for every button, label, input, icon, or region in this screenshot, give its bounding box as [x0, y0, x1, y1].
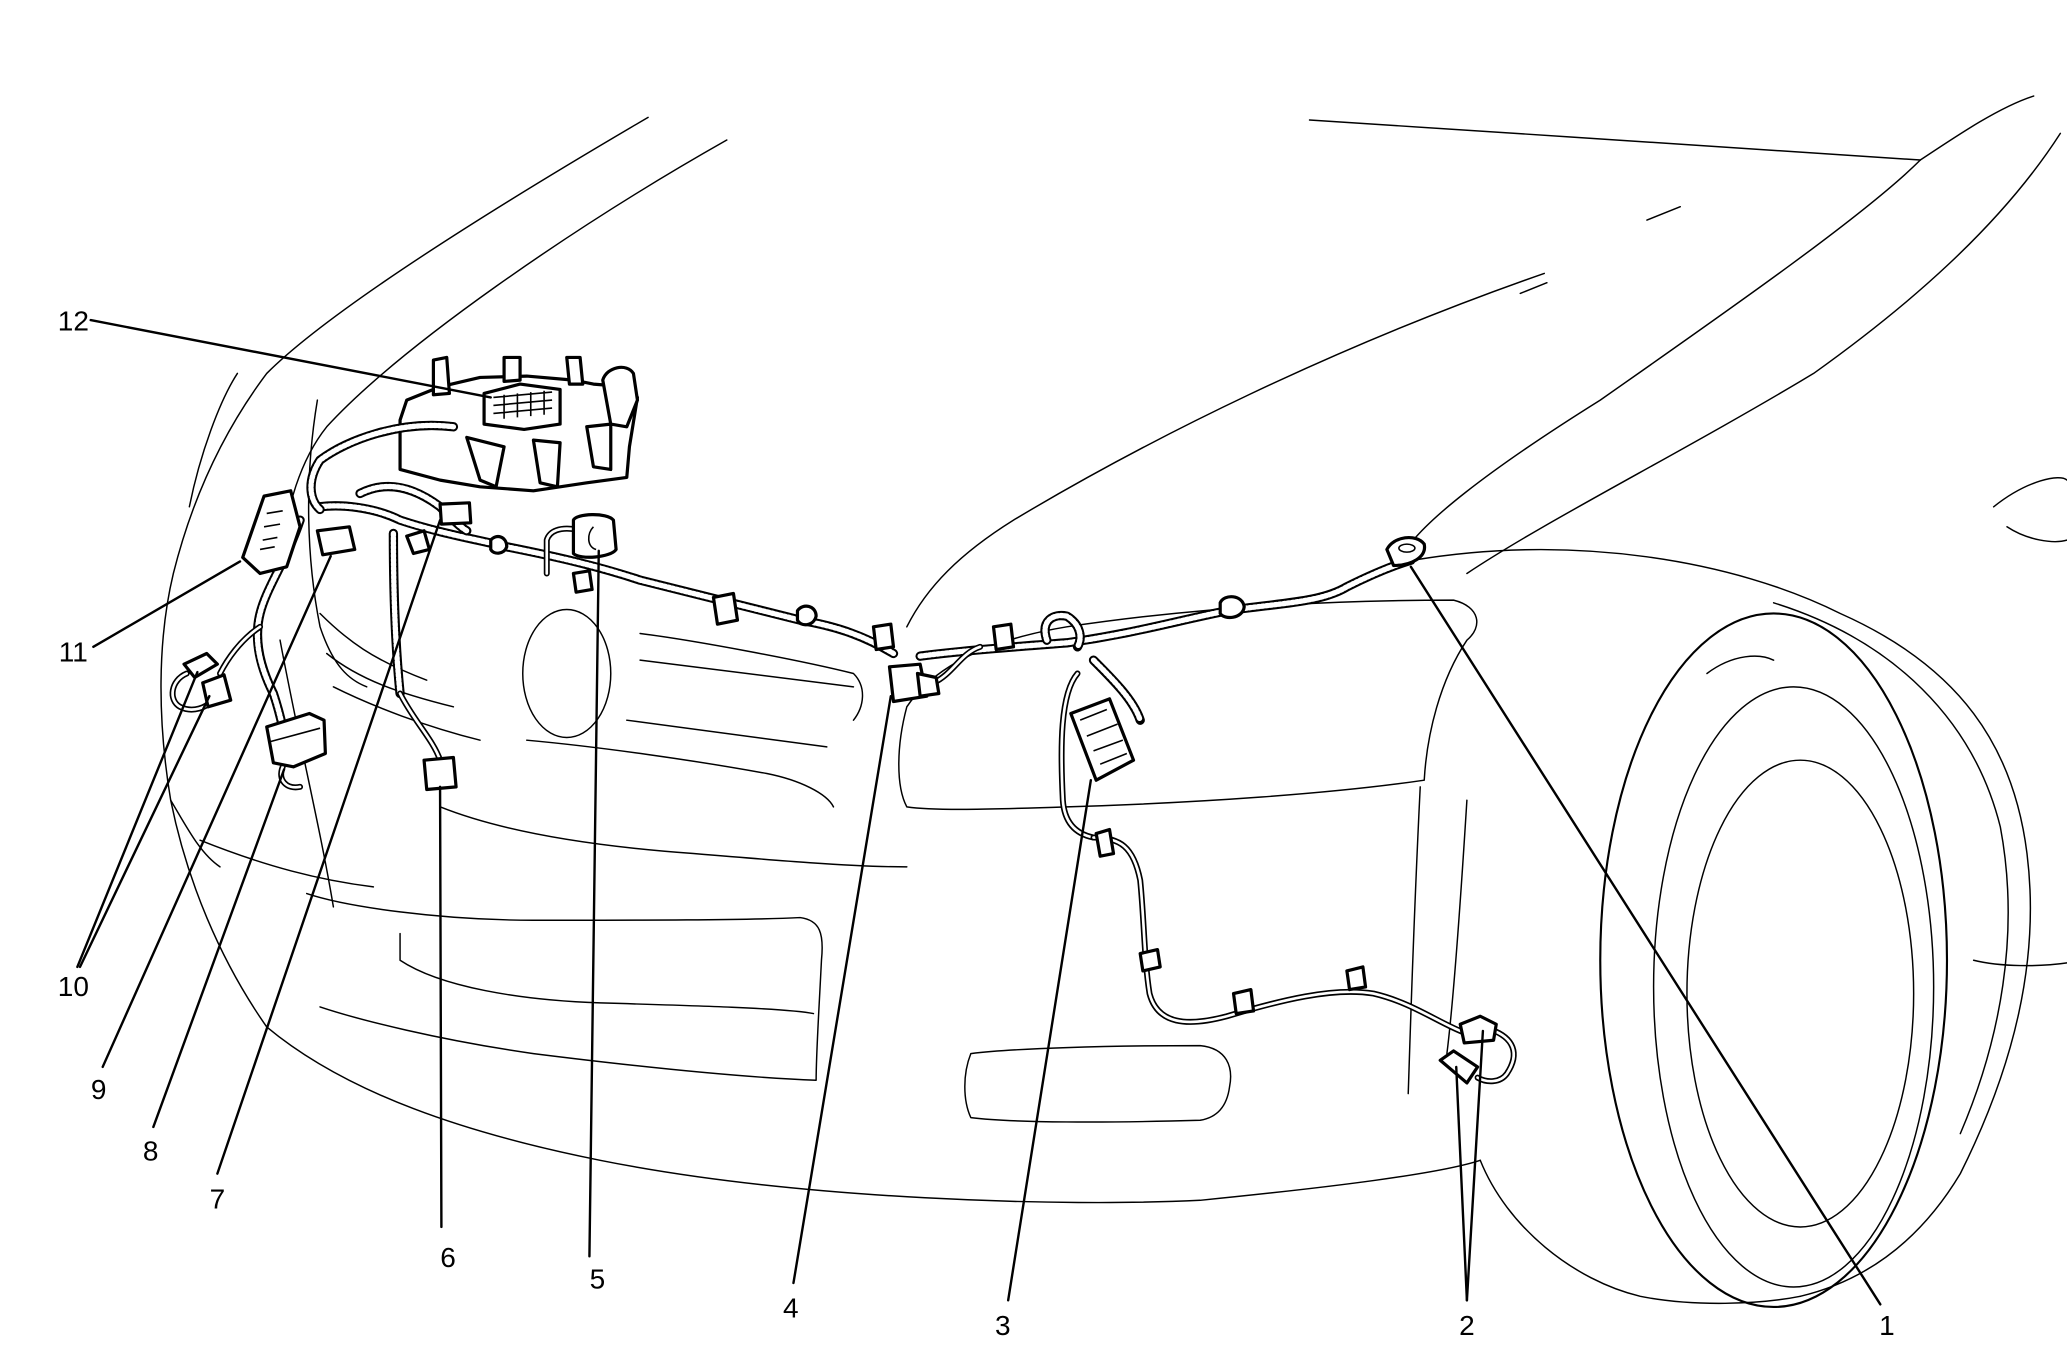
leader-4	[792, 694, 893, 1285]
leader-1	[1409, 565, 1882, 1306]
harness-clip	[1218, 595, 1246, 620]
connector-5	[571, 513, 618, 559]
callout-1: 1	[1879, 1310, 1895, 1341]
leader-2b	[1455, 1065, 1469, 1302]
connector-10a	[182, 651, 219, 680]
leader-5	[588, 549, 600, 1258]
harness-clip	[871, 622, 896, 652]
connector-10b	[201, 673, 233, 709]
callout-6: 6	[440, 1242, 456, 1273]
branch-wires	[169, 525, 1517, 1085]
leader-3	[1006, 778, 1093, 1302]
wire-clip	[1138, 947, 1162, 973]
leader-12	[89, 318, 492, 399]
ground-terminal-1	[1385, 536, 1426, 568]
callout-3: 3	[995, 1310, 1011, 1341]
callout-10: 10	[58, 971, 89, 1002]
callout-7: 7	[210, 1183, 226, 1214]
connector-4	[887, 662, 941, 704]
callout-2: 2	[1459, 1310, 1475, 1341]
leader-2a	[1465, 1029, 1485, 1302]
callout-12: 12	[58, 306, 89, 337]
leader-8	[152, 768, 286, 1129]
connector-11	[241, 489, 302, 576]
connector-7	[438, 501, 473, 526]
connector-6	[422, 755, 458, 792]
leader-9	[101, 554, 332, 1069]
wire-clip	[1094, 827, 1116, 858]
leader-10b	[78, 694, 211, 969]
callout-labels: 12 11 10 9 8 7 6 5 4 3 2 1	[58, 306, 1895, 1341]
fuse-block-pin-grid-icon	[493, 390, 553, 419]
wire-clip	[1345, 965, 1368, 992]
connector-2a	[1458, 1014, 1498, 1045]
connector-2b	[1438, 1049, 1480, 1085]
leader-7	[216, 518, 442, 1175]
underhood-fuse-block	[398, 355, 640, 493]
vehicle-body-outline	[160, 95, 2067, 1309]
component-connectors	[182, 489, 1498, 1085]
callout-5: 5	[590, 1263, 606, 1294]
callout-leader-lines	[76, 318, 1882, 1306]
callout-4: 4	[783, 1293, 799, 1324]
callout-8: 8	[143, 1135, 159, 1166]
harness-clip	[405, 529, 432, 556]
leader-10a	[76, 670, 199, 969]
harness-clip	[795, 604, 818, 627]
harness-clip	[489, 534, 509, 555]
callout-11: 11	[59, 636, 88, 667]
leader-6	[438, 785, 443, 1229]
leader-11	[92, 560, 242, 649]
connector-3	[1069, 697, 1136, 782]
wire-clip	[1231, 987, 1256, 1016]
callout-9: 9	[91, 1074, 107, 1105]
harness-clip	[711, 591, 740, 626]
harness-clip	[991, 622, 1016, 652]
harness-clip	[571, 569, 594, 594]
connector-8	[265, 711, 327, 769]
connector-9	[315, 525, 357, 557]
